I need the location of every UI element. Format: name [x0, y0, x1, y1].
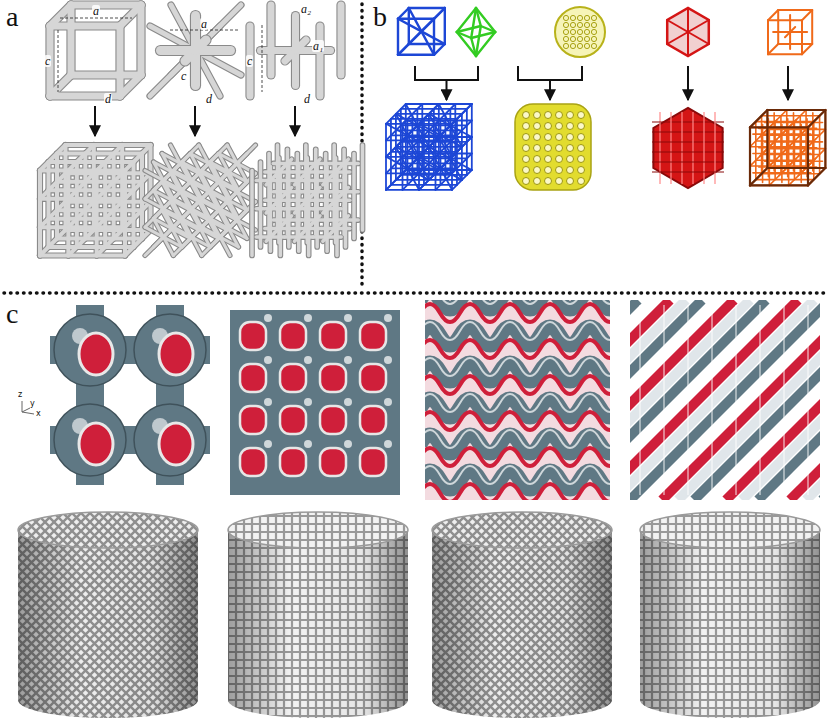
dimension-label: a₁ — [312, 40, 324, 52]
dimension-label: d — [104, 93, 112, 105]
panel-letter: c — [6, 300, 18, 328]
panel-letter: a — [6, 3, 18, 31]
arrow — [94, 106, 96, 136]
arrow — [687, 66, 689, 100]
strut-lattices — [40, 5, 363, 256]
dimension-label: d — [205, 93, 213, 105]
dimension-label: c — [180, 70, 187, 82]
dimension-label: c — [246, 55, 253, 67]
axis-label: y — [30, 400, 35, 408]
axis-label: x — [36, 410, 41, 418]
arrow — [194, 106, 196, 136]
dimension-label: a — [200, 18, 208, 30]
dimension-label: a — [92, 5, 100, 17]
axis-triad — [22, 401, 34, 414]
arrow — [787, 66, 789, 100]
tpms-renderings — [22, 286, 828, 502]
arrow — [549, 80, 551, 100]
axis-label: z — [18, 391, 22, 399]
printed-cylinders — [18, 512, 820, 718]
dimension-label: a₂ — [300, 3, 312, 15]
arrow — [294, 106, 296, 136]
panel-letter: b — [373, 3, 387, 31]
arrow — [446, 80, 448, 100]
dimension-label: d — [303, 93, 311, 105]
dimension-label: c — [44, 55, 51, 67]
colored-lattices — [386, 7, 825, 190]
